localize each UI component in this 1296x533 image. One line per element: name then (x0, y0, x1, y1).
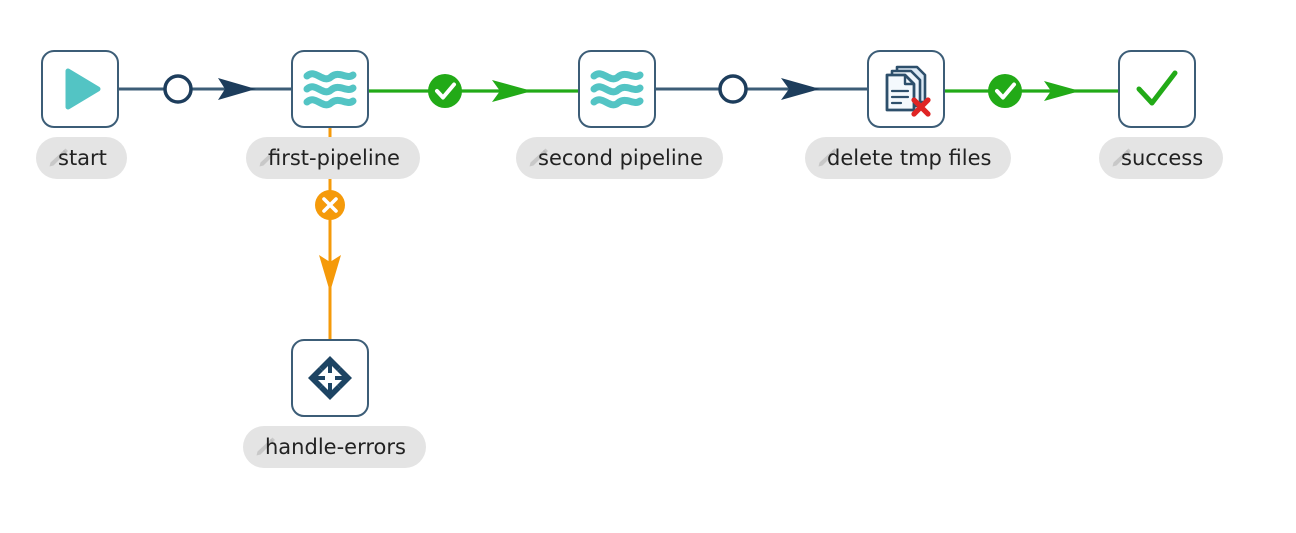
edge-first-pipeline-to-second-pipeline[interactable] (369, 74, 578, 108)
retry-cycle-icon (308, 356, 352, 400)
node-label-text: handle-errors (265, 435, 406, 459)
check-mark-icon (1136, 70, 1178, 106)
delete-documents-icon (885, 65, 931, 117)
node-label-first-pipeline[interactable]: first-pipeline (246, 137, 420, 179)
node-handle-errors[interactable] (291, 339, 369, 417)
check-circle-badge-bg[interactable] (988, 74, 1022, 108)
waves-pipeline-icon (303, 70, 357, 109)
arrowhead-icon (1044, 81, 1080, 101)
node-label-delete-tmp-files[interactable]: delete tmp files (805, 137, 1012, 179)
node-label-text: first-pipeline (268, 146, 400, 170)
check-icon (435, 82, 456, 100)
hollow-circle-badge[interactable] (718, 74, 748, 104)
pencil-edit-icon[interactable] (255, 145, 281, 171)
pencil-edit-icon[interactable] (525, 145, 551, 171)
edge-second-pipeline-to-delete-tmp-files[interactable] (656, 74, 867, 104)
pencil-edit-icon[interactable] (1108, 145, 1134, 171)
check-circle-badge-bg[interactable] (428, 74, 462, 108)
x-icon (322, 197, 338, 213)
pencil-edit-icon[interactable] (45, 145, 71, 171)
pencil-edit-icon[interactable] (814, 145, 840, 171)
arrowhead-icon (218, 78, 256, 100)
node-label-start[interactable]: start (36, 137, 127, 179)
node-label-text: second pipeline (538, 146, 703, 170)
waves-pipeline-icon (590, 70, 644, 109)
play-triangle-icon (65, 68, 101, 110)
edge-delete-tmp-files-to-success[interactable] (945, 74, 1118, 108)
node-success[interactable] (1118, 50, 1196, 128)
x-circle-badge-bg[interactable] (315, 190, 345, 220)
edge-start-to-first-pipeline[interactable] (119, 74, 291, 104)
arrowhead-icon (319, 255, 341, 292)
node-delete-tmp-files[interactable] (867, 50, 945, 128)
node-start[interactable] (41, 50, 119, 128)
node-first-pipeline[interactable] (291, 50, 369, 128)
arrowhead-icon (781, 78, 820, 100)
node-label-success[interactable]: success (1099, 137, 1224, 179)
node-label-second-pipeline[interactable]: second pipeline (516, 137, 723, 179)
arrowhead-icon (492, 80, 532, 102)
hollow-circle-badge[interactable] (163, 74, 193, 104)
pencil-edit-icon[interactable] (252, 434, 278, 460)
node-label-text: start (58, 146, 107, 170)
check-icon (995, 82, 1016, 100)
node-second-pipeline[interactable] (578, 50, 656, 128)
node-label-text: delete tmp files (827, 146, 992, 170)
node-label-handle-errors[interactable]: handle-errors (243, 426, 426, 468)
node-label-text: success (1121, 146, 1204, 170)
